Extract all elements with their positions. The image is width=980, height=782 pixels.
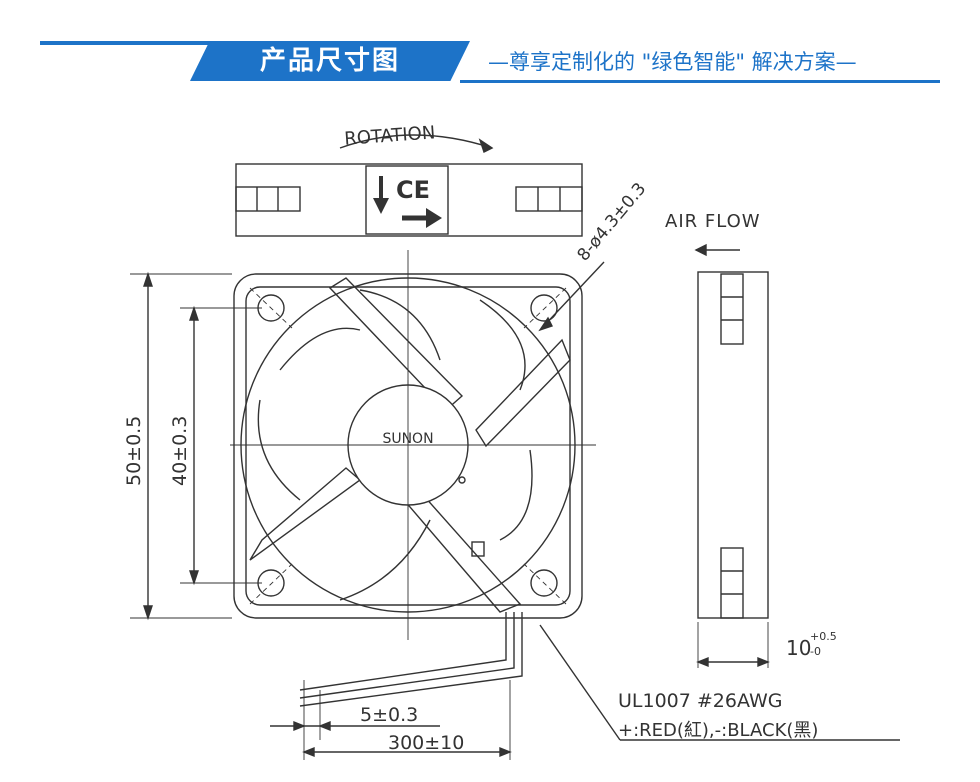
rotation-label: ROTATION — [344, 122, 436, 149]
top-view — [235, 134, 583, 237]
side-view — [694, 243, 770, 668]
blade-6 — [279, 327, 361, 371]
banner-tab — [190, 41, 470, 81]
dim-inner-label: 40±0.3 — [169, 416, 191, 486]
airflow-label: AIR FLOW — [665, 211, 761, 232]
header-banner: 产品尺寸图 —尊享定制化的 "绿色智能" 解决方案— — [0, 0, 980, 90]
wire-colors: +:RED(紅),-:BLACK(黑) — [618, 720, 818, 741]
hub-label: SUNON — [382, 431, 433, 447]
banner-rule-right — [460, 80, 940, 83]
wire-2 — [299, 612, 515, 699]
side-view-slot-top — [720, 273, 744, 345]
ce-mark: CE — [396, 176, 430, 204]
blade-5 — [257, 399, 301, 501]
dimension-lines — [130, 271, 262, 621]
lead-wires — [270, 612, 900, 760]
rotation-arrowhead — [478, 138, 494, 153]
page-title: 产品尺寸图 — [259, 46, 400, 76]
dim-thickness-base: 10 — [786, 636, 811, 660]
top-view-slot-right — [515, 186, 583, 212]
page-subtitle: —尊享定制化的 "绿色智能" 解决方案— — [488, 50, 857, 74]
wire-3 — [299, 612, 523, 707]
fan-frame — [233, 273, 583, 619]
cable-clip — [471, 541, 485, 557]
wire-callout-leader — [539, 624, 621, 741]
blade-3 — [499, 449, 533, 541]
wire-1 — [299, 612, 507, 691]
top-view-slot-left — [235, 186, 301, 212]
blade-4 — [339, 519, 431, 601]
mount-hole-tr — [530, 294, 558, 322]
dim-lead-label: 300±10 — [388, 732, 464, 754]
spoke-left — [249, 467, 362, 561]
fan-venturi — [240, 277, 576, 613]
dim-outer-label: 50±0.5 — [123, 416, 145, 486]
fan-frame-inner — [245, 286, 571, 606]
blade-1 — [359, 289, 441, 361]
banner-rule-left — [40, 41, 220, 45]
dim-thickness-plus: +0.5 — [810, 630, 837, 643]
hole-callout: 8-ø4.3±0.3 — [574, 179, 651, 265]
dim-thickness-minus: -0 — [810, 645, 821, 658]
front-view — [230, 250, 605, 640]
spoke-right — [475, 338, 571, 448]
side-view-frame — [697, 271, 769, 619]
side-view-slot-bottom — [720, 547, 744, 619]
label-box — [365, 165, 449, 235]
dim-strip-label: 5±0.3 — [360, 704, 418, 726]
hole-callout-leader — [539, 261, 605, 331]
spoke-top-left — [328, 277, 464, 411]
blade-2 — [479, 299, 526, 391]
mount-hole-br — [530, 569, 558, 597]
rotation-arrow — [339, 134, 493, 149]
wire-spec: UL1007 #26AWG — [618, 690, 782, 712]
